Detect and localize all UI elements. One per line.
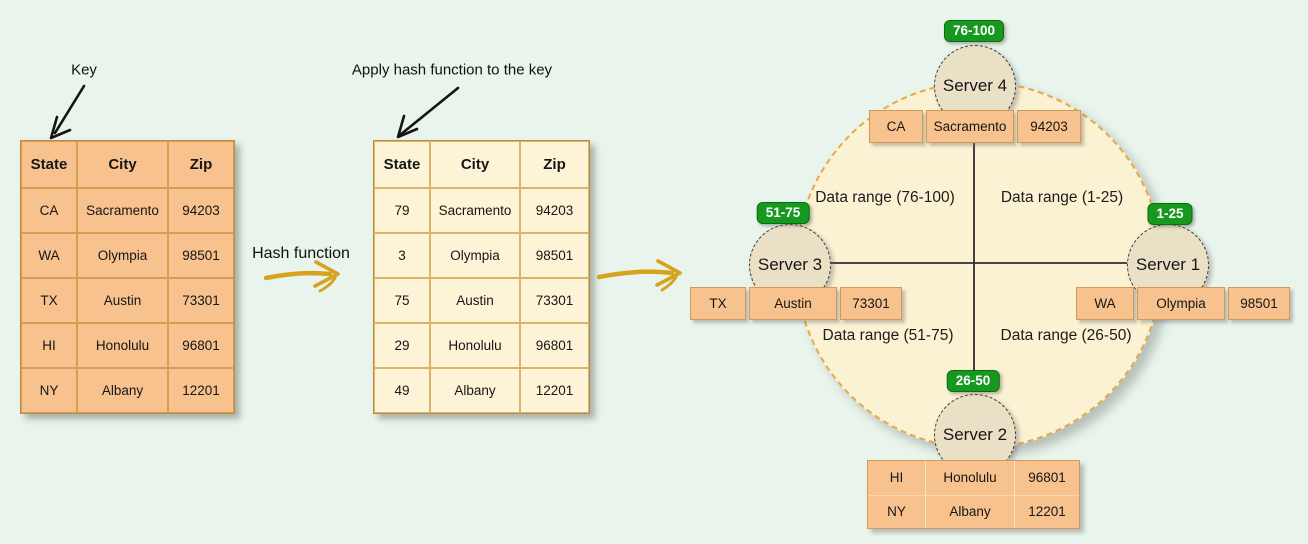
record-cell: 73301	[840, 287, 902, 320]
key-table-cell: Honolulu	[78, 324, 167, 367]
hashed-table-cell: 29	[375, 324, 429, 367]
key-table-cell: Olympia	[78, 234, 167, 277]
key-table-cell: HI	[22, 324, 76, 367]
quadrant-label-top-left: Data range (76-100)	[815, 189, 955, 206]
server-2-range-badge: 26-50	[946, 370, 1000, 392]
hashed-table-cell: 12201	[521, 369, 588, 412]
key-table-cell: Sacramento	[78, 189, 167, 232]
server-1-label: Server 1	[1135, 255, 1201, 274]
hash-function-arrow	[263, 260, 340, 293]
hashed-table-cell: 79	[375, 189, 429, 232]
key-table-cell: 96801	[169, 324, 233, 367]
server-3-range-badge: 51-75	[756, 202, 810, 224]
record-cell: 98501	[1228, 287, 1290, 320]
record-cell: WA	[1076, 287, 1134, 320]
hashed-table-cell: 98501	[521, 234, 588, 277]
apply-hash-arrow	[396, 86, 460, 139]
key-table-cell: CA	[22, 189, 76, 232]
quadrant-label-bottom-right: Data range (26-50)	[1000, 327, 1132, 344]
server-1-record-row: WA Olympia 98501	[1076, 287, 1290, 320]
server-2-label: Server 2	[942, 425, 1008, 444]
key-table-header-zip: Zip	[169, 142, 233, 187]
hashed-table-cell: 96801	[521, 324, 588, 367]
record-cell: 94203	[1017, 110, 1081, 143]
record-cell: CA	[869, 110, 923, 143]
key-table-cell: Austin	[78, 279, 167, 322]
server-3-label: Server 3	[757, 255, 823, 274]
key-label: Key	[71, 61, 97, 79]
hashed-table-cell: 49	[375, 369, 429, 412]
key-table-cell: TX	[22, 279, 76, 322]
key-table-cell: 98501	[169, 234, 233, 277]
hash-function-label: Hash function	[252, 245, 350, 262]
hashed-table-cell: 75	[375, 279, 429, 322]
hashed-table-header-zip: Zip	[521, 142, 588, 187]
server-1-range-badge: 1-25	[1147, 203, 1193, 225]
key-table: State City Zip CA Sacramento 94203 WA Ol…	[20, 140, 235, 414]
record-cell: HI	[889, 470, 904, 486]
hashed-table-cell: Sacramento	[431, 189, 519, 232]
hashed-table-cell: Austin	[431, 279, 519, 322]
server-3-record-row: TX Austin 73301	[690, 287, 902, 320]
server-4-label: Server 4	[942, 76, 1008, 95]
hashed-table: State City Zip 79 Sacramento 94203 3 Oly…	[373, 140, 590, 414]
key-table-header-city: City	[78, 142, 167, 187]
apply-hash-label: Apply hash function to the key	[351, 61, 553, 79]
key-table-cell: 12201	[169, 369, 233, 412]
record-cell: NY	[868, 494, 925, 529]
record-cell: Olympia	[1137, 287, 1225, 320]
to-ring-arrow	[596, 259, 682, 292]
record-cell: Honolulu	[925, 461, 1014, 495]
quadrant-label-top-right: Data range (1-25)	[1000, 189, 1124, 206]
hashed-table-cell: Olympia	[431, 234, 519, 277]
record-cell: TX	[690, 287, 746, 320]
hashed-table-cell: 94203	[521, 189, 588, 232]
hashed-table-header-state: State	[375, 142, 429, 187]
hashed-table-header-city: City	[431, 142, 519, 187]
key-table-cell: Albany	[78, 369, 167, 412]
key-arrow	[49, 84, 86, 140]
record-cell: Albany	[925, 494, 1014, 528]
record-cell: 12201	[1014, 494, 1079, 528]
hashed-table-cell: 3	[375, 234, 429, 277]
record-cell: 96801	[1014, 461, 1079, 495]
record-cell: Austin	[749, 287, 837, 320]
key-table-cell: 73301	[169, 279, 233, 322]
quadrant-label-bottom-left: Data range (51-75)	[822, 327, 954, 344]
server-4-range-badge: 76-100	[943, 20, 1005, 42]
server-4-record-row: CA Sacramento 94203	[869, 110, 1081, 143]
key-table-cell: NY	[22, 369, 76, 412]
hashed-table-cell: Honolulu	[431, 324, 519, 367]
server-2-record-table: HI Honolulu 96801 NY Albany 12201	[867, 460, 1080, 529]
record-cell: Sacramento	[926, 110, 1014, 143]
hashed-table-cell: Albany	[431, 369, 519, 412]
key-table-cell: WA	[22, 234, 76, 277]
key-table-cell: 94203	[169, 189, 233, 232]
key-table-header-state: State	[22, 142, 76, 187]
hashed-table-cell: 73301	[521, 279, 588, 322]
